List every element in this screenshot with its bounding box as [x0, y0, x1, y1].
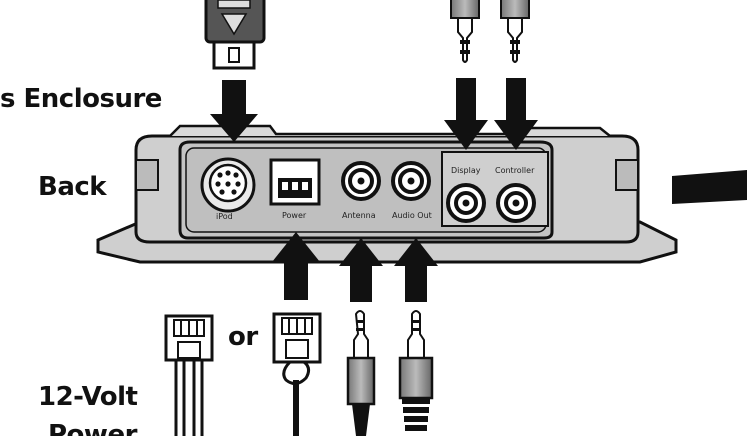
volt-label: 12-Volt [38, 382, 138, 412]
power-port-label: Power [282, 211, 307, 220]
audio-out-jack [391, 161, 431, 201]
back-label: Back [38, 172, 107, 202]
power-partial-label: Power [48, 420, 137, 436]
arrow-down-icon [494, 78, 538, 150]
ipod-connector-icon [204, 0, 266, 70]
phone-connector-icon [164, 314, 214, 436]
antenna-mini-plug-icon [346, 310, 376, 436]
display-jack [446, 183, 486, 223]
antenna-port-label: Antenna [342, 211, 376, 220]
enclosure-label: s Enclosure [0, 84, 162, 114]
arrow-up-icon [339, 238, 383, 302]
audio-out-port-label: Audio Out [392, 211, 432, 220]
display-mini-plug-icon [450, 0, 480, 63]
controller-port-label: Controller [495, 166, 535, 175]
power-connector-icon [272, 312, 322, 436]
display-port-label: Display [451, 166, 481, 175]
controller-jack [496, 183, 536, 223]
audio-mini-plug-icon [398, 310, 434, 431]
ipod-port-label: iPod [216, 212, 233, 221]
side-cable [672, 170, 747, 204]
controller-mini-plug-icon [500, 0, 530, 63]
arrow-up-icon [394, 238, 438, 302]
arrow-down-icon [444, 78, 488, 150]
arrow-up-icon [272, 232, 320, 300]
or-label: or [228, 322, 258, 352]
antenna-jack [341, 161, 381, 201]
arrow-down-icon [210, 80, 258, 142]
ipod-port [200, 157, 256, 213]
power-socket [269, 158, 321, 206]
